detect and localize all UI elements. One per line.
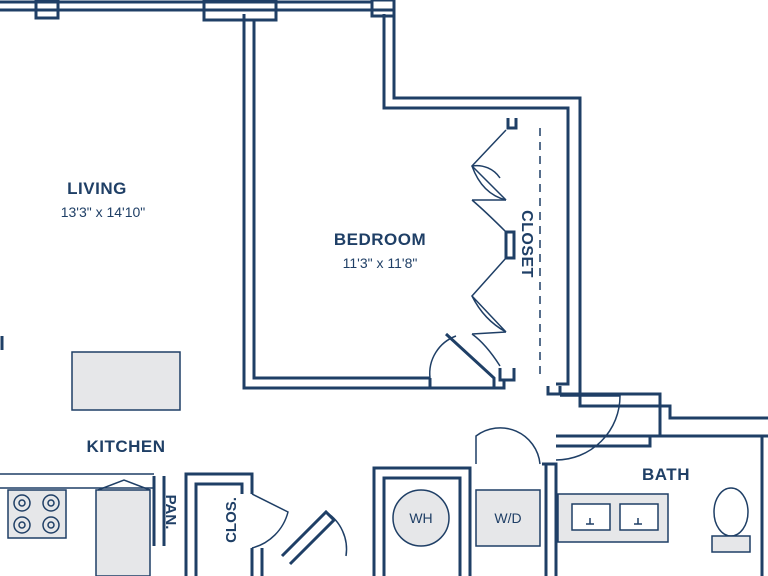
refrigerator-door-swing (97, 479, 151, 491)
window-mullion-center (202, 0, 278, 22)
bedroom-door-jamb (428, 332, 506, 390)
water-heater-label: WH (409, 510, 432, 526)
washer-dryer-box (475, 489, 541, 547)
burner-4 (42, 516, 60, 534)
kitchen-island (71, 351, 181, 411)
pantry-label: PAN. (162, 495, 179, 530)
living-label: LIVING (67, 179, 127, 198)
closet-partition (498, 118, 518, 382)
closet-label: CLOSET (518, 210, 535, 278)
faucet-left (586, 518, 594, 525)
toilet (711, 487, 751, 553)
bath-label: BATH (642, 465, 690, 484)
bedroom-outer-wall (242, 8, 768, 420)
kitchen-counter (0, 473, 154, 576)
bedroom-dims: 11'3" x 11'8" (343, 255, 418, 271)
burner-3 (13, 516, 31, 534)
toilet-tank (711, 535, 751, 553)
washer-dryer-label: W/D (494, 510, 521, 526)
clos-walls (184, 472, 254, 576)
refrigerator (95, 489, 151, 576)
faucet-right (634, 518, 642, 525)
bedroom-label: BEDROOM (334, 230, 426, 249)
window-mullion-right (370, 0, 396, 18)
closet-bifold-bottom-2 (471, 331, 507, 367)
entry-jamb (250, 509, 337, 576)
bedroom-inner-wall (252, 14, 570, 386)
door-swings (251, 129, 621, 557)
bath-door-swing (555, 395, 621, 461)
kitchen-label: KITCHEN (86, 437, 165, 456)
east-wall (558, 98, 768, 438)
burner-2 (42, 494, 60, 512)
closet-bifold-top-2 (471, 199, 507, 233)
washer-dryer: W/D (475, 489, 541, 547)
window-mullion-left (34, 0, 60, 20)
burner-4-center (47, 521, 55, 529)
laundry-door-swing (475, 427, 541, 465)
wd-walls (468, 468, 548, 576)
burner-3-center (18, 521, 26, 529)
toilet-bowl (713, 487, 749, 537)
living-dims: 13'3" x 14'10" (61, 204, 146, 220)
burner-1-center (18, 499, 26, 507)
bath-vanity (557, 493, 669, 543)
entry-door-swing (325, 511, 348, 557)
closet-bifold-bottom (470, 257, 507, 333)
sink-right (619, 503, 659, 531)
sink-left (571, 503, 611, 531)
bedroom-door-swing (429, 335, 457, 379)
clos-door-swing (251, 493, 289, 549)
closet-bifold-top-arc (471, 165, 507, 201)
burner-2-center (47, 499, 55, 507)
water-heater-tank (392, 489, 450, 547)
burner-1 (13, 494, 31, 512)
water-heater: WH (392, 489, 450, 547)
clos-label: CLOS. (223, 497, 240, 543)
bath-east-wall (556, 434, 768, 448)
closet-bifold-top (470, 129, 507, 201)
